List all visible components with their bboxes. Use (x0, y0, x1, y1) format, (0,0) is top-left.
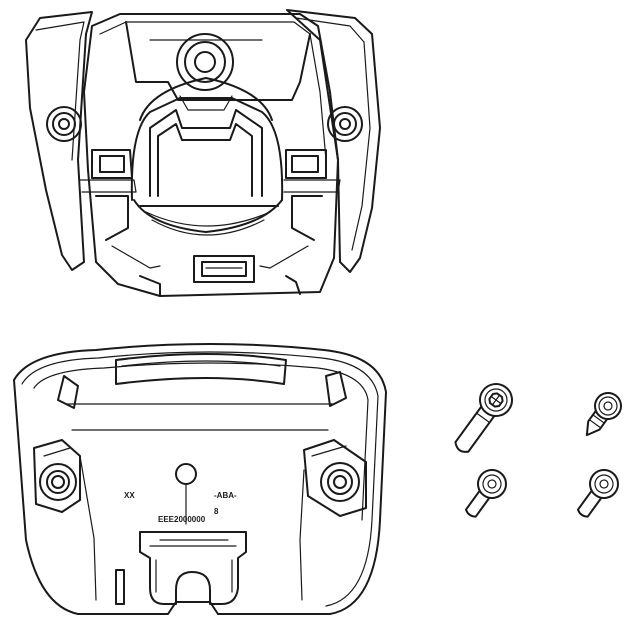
short-screw-2 (576, 469, 619, 518)
marking-right: -ABA- (214, 491, 237, 500)
marking-code: EEE2000000 (158, 515, 206, 524)
short-screw-tip (585, 392, 622, 437)
long-screw (454, 383, 513, 453)
marking-dot: 8 (214, 507, 219, 516)
short-screw-1 (464, 469, 507, 518)
mount-bracket-top (25, 9, 381, 297)
base-cover-bottom: XX -ABA- EEE2000000 8 (13, 343, 387, 615)
marking-left: XX (124, 491, 135, 500)
